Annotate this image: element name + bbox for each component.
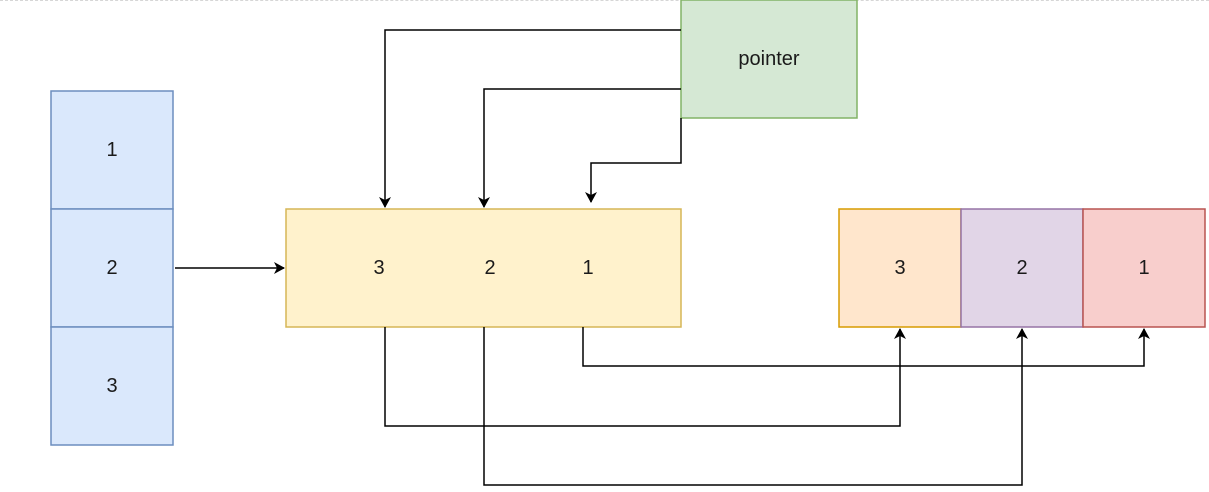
buffer-item-1-label: 1 (582, 257, 594, 279)
pointer-to-item-2-arrow (478, 88, 681, 208)
stack-cell-3-label: 3 (106, 375, 118, 397)
pointer-to-item-1-arrow (585, 118, 682, 203)
stack-cell-3 (50, 326, 174, 446)
output-cell-3-label: 3 (894, 257, 906, 279)
output-cell-3 (838, 208, 962, 328)
pointer-box (680, 0, 858, 119)
item-1-to-output-1-arrow (582, 327, 1150, 367)
page-border (0, 0, 1209, 1)
buffer-item-2-label: 2 (484, 257, 496, 279)
pointer-label: pointer (738, 48, 800, 70)
item-3-to-output-3-arrow (384, 327, 906, 427)
output-cell-1 (1082, 208, 1206, 328)
item-2-to-output-2-arrow (483, 327, 1028, 486)
buffer-item-3-label: 3 (373, 257, 385, 279)
output-cell-2 (960, 208, 1084, 328)
output-cell-1-label: 1 (1138, 257, 1150, 279)
stack-cell-1-label: 1 (106, 139, 118, 161)
output-cell-2-label: 2 (1016, 257, 1028, 279)
stack-cell-2 (50, 208, 174, 328)
pointer-to-item-3-arrow (379, 29, 681, 208)
stack-cell-2-label: 2 (106, 257, 118, 279)
